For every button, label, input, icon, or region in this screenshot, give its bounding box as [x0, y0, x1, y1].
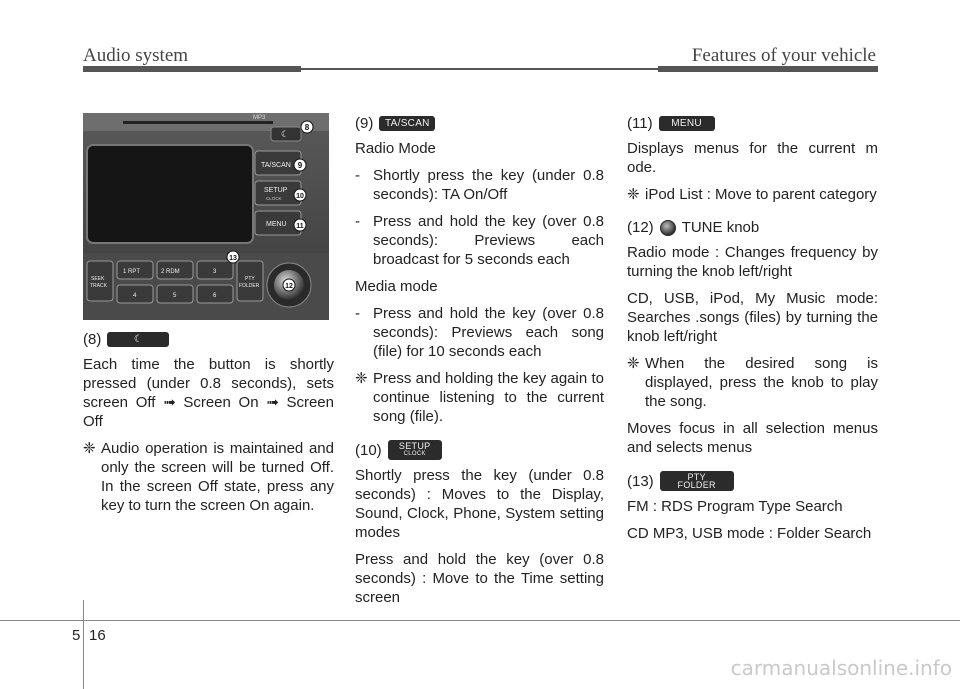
item-11-note-text: iPod List : Move to parent category	[645, 186, 877, 203]
setup-clock-button-icon: SETUP CLOCK	[387, 440, 442, 460]
setup-button-text: SETUP	[398, 441, 431, 451]
item-11-note: ❈ iPod List : Move to parent category	[627, 185, 878, 204]
item-8-body: Each time the button is shortly pressed …	[83, 356, 334, 430]
media-mode-note: ❈ Press and holding the key again to con…	[355, 369, 604, 426]
page-section-number: 5	[72, 627, 81, 644]
pty-button-text: PTY	[687, 472, 706, 482]
item-13-heading: (13) PTY FOLDER	[627, 471, 878, 491]
ta-scan-button-icon: TA/SCAN	[379, 116, 436, 131]
radio-mode-bullet-1-text: Shortly press the key (under 0.8 seconds…	[373, 167, 604, 203]
header-chapter-title: Features of your vehicle	[691, 45, 876, 66]
menu-button-icon: MENU	[658, 116, 715, 131]
item-12-heading: (12) TUNE knob	[627, 218, 878, 237]
header-rule	[83, 68, 878, 70]
item-9-number: (9)	[355, 115, 374, 132]
callout-10: 10	[296, 193, 304, 200]
radio-mode-label: Radio Mode	[355, 140, 436, 157]
item-10-number: (10)	[355, 441, 382, 459]
radio-head-unit-illustration: MP3 ☾ TA/SCAN SETUP CLOCK MENU SEEK TRAC…	[83, 113, 329, 320]
item-13-fm: FM : RDS Program Type Search	[627, 498, 843, 515]
radio-mode-bullet-2: - Press and hold the key (over 0.8 secon…	[355, 212, 604, 269]
header-rule-accent-right	[658, 66, 878, 72]
media-mode-label: Media mode	[355, 278, 438, 295]
radio-unit-drawing: MP3 ☾ TA/SCAN SETUP CLOCK MENU SEEK TRAC…	[83, 113, 329, 320]
pty-folder-button-icon: PTY FOLDER	[659, 471, 734, 491]
item-13-number: (13)	[627, 472, 654, 490]
track-label: TRACK	[90, 283, 108, 289]
item-11-body: Displays menus for the current m ode.	[627, 140, 878, 176]
column-2: (9) TA/SCAN Radio Mode - Shortly press t…	[355, 114, 604, 615]
header-section-title: Audio system	[83, 45, 189, 66]
item-12-number: (12)	[627, 219, 654, 236]
item-13-cd: CD MP3, USB mode : Folder Search	[627, 525, 872, 542]
preset-5-label: 5	[173, 293, 177, 299]
seek-label: SEEK	[91, 276, 105, 282]
footer-rule	[0, 620, 960, 621]
footer-divider	[83, 600, 84, 689]
item-12-radio-mode: Radio mode : Changes frequency by turnin…	[627, 244, 878, 280]
tune-knob-icon	[659, 219, 676, 236]
dash-marker: -	[355, 305, 360, 322]
ta-scan-button-label: TA/SCAN	[261, 162, 291, 169]
svg-text:☾: ☾	[281, 130, 289, 140]
item-12-focus-text: Moves focus in all selection menus and s…	[627, 420, 878, 456]
mp3-logo-text: MP3	[253, 115, 266, 121]
item-8-heading: (8) ☾	[83, 330, 334, 349]
callout-13: 13	[229, 255, 237, 262]
item-8-note: ❈ Audio operation is maintained and only…	[83, 439, 334, 515]
item-8-number: (8)	[83, 331, 102, 348]
item-8-note-text: Audio operation is maintained and only t…	[101, 440, 334, 514]
note-mark-icon: ❈	[627, 355, 640, 372]
callout-9: 9	[298, 161, 303, 170]
media-mode-bullet-1: - Press and hold the key (over 0.8 secon…	[355, 304, 604, 361]
radio-mode-bullet-1: - Shortly press the key (under 0.8 secon…	[355, 166, 604, 204]
column-3: (11) MENU Displays menus for the current…	[627, 114, 878, 551]
item-12-media-mode: CD, USB, iPod, My Music mode: Searches .…	[627, 290, 878, 345]
dash-marker: -	[355, 213, 360, 230]
preset-3-label: 3	[213, 269, 217, 275]
folder-label: FOLDER	[239, 283, 260, 289]
item-12-note: ❈ When the desired song is displayed, pr…	[627, 354, 878, 411]
menu-button-label: MENU	[266, 221, 287, 228]
item-10-paragraph-2: Press and hold the key (over 0.8 seconds…	[355, 551, 604, 606]
setup-button-label: SETUP	[264, 187, 288, 194]
page-number: 16	[89, 627, 106, 644]
media-mode-note-text: Press and holding the key again to conti…	[373, 370, 604, 425]
header-rule-accent-left	[83, 66, 301, 72]
dash-marker: -	[355, 167, 360, 184]
pty-label: PTY	[245, 276, 255, 282]
item-11-number: (11)	[627, 115, 653, 132]
watermark: carmanualsonline.info	[730, 656, 952, 680]
note-mark-icon: ❈	[355, 370, 368, 387]
folder-button-text: FOLDER	[677, 480, 716, 490]
callout-8: 8	[305, 123, 310, 132]
note-mark-icon: ❈	[627, 186, 640, 203]
callout-11: 11	[296, 223, 304, 230]
radio-mode-bullet-2-text: Press and hold the key (over 0.8 seconds…	[373, 213, 604, 268]
preset-1-label: 1 RPT	[123, 269, 140, 275]
media-mode-bullet-1-text: Press and hold the key (over 0.8 seconds…	[373, 305, 604, 360]
item-10-heading: (10) SETUP CLOCK	[355, 440, 604, 460]
preset-4-label: 4	[133, 293, 137, 299]
item-12-note-text: When the desired song is displayed, pres…	[645, 355, 878, 410]
item-9-heading: (9) TA/SCAN	[355, 114, 604, 133]
column-1: (8) ☾ Each time the button is shortly pr…	[83, 330, 334, 523]
screen-off-button-icon: ☾	[107, 332, 170, 347]
preset-6-label: 6	[213, 293, 217, 299]
item-11-heading: (11) MENU	[627, 114, 878, 133]
clock-button-label: CLOCK	[266, 196, 282, 201]
clock-button-text: CLOCK	[403, 451, 426, 457]
callout-12: 12	[285, 283, 293, 290]
item-10-paragraph-1: Shortly press the key (under 0.8 seconds…	[355, 467, 604, 541]
tune-knob-label: TUNE knob	[681, 219, 760, 236]
preset-2-label: 2 RDM	[161, 269, 180, 275]
note-mark-icon: ❈	[83, 440, 96, 457]
